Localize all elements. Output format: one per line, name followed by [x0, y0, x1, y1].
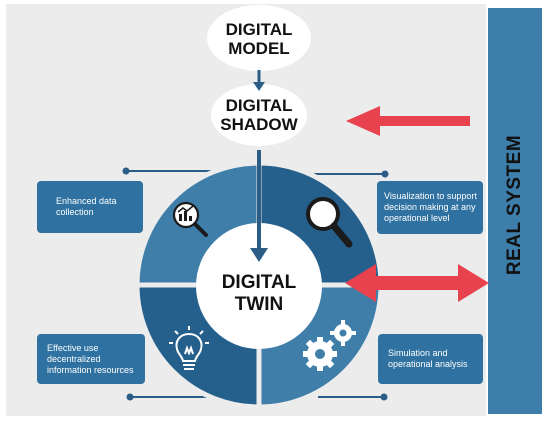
lightbulb-icon — [169, 326, 209, 370]
arrow-model-to-shadow — [253, 70, 265, 91]
digital-shadow-label: DIGITAL SHADOW — [209, 96, 309, 134]
box-visualization: Visualization to support decision making… — [377, 181, 483, 234]
magnifying-glass-icon — [306, 197, 353, 248]
box-simulation: Simulation and operational analysis — [378, 334, 483, 384]
gears-icon — [303, 320, 356, 371]
red-double-arrow-twin-real — [345, 264, 489, 302]
box-enhanced-data-collection: Enhanced data collection — [37, 181, 143, 233]
digital-model-label: DIGITAL MODEL — [209, 20, 309, 58]
digital-model-line1: DIGITAL — [225, 20, 293, 39]
digital-shadow-line2: SHADOW — [220, 115, 298, 134]
box-effective-use-text: Effective use decentralized information … — [47, 342, 134, 375]
digital-shadow-oval — [211, 84, 307, 146]
digital-twin-line2: TWIN — [234, 294, 284, 315]
connector-dots — [122, 167, 389, 401]
box-enhanced-data-collection-text: Enhanced data collection — [56, 196, 117, 217]
connector-dot-top-left — [122, 167, 130, 175]
digital-twin-label: DIGITAL TWIN — [209, 272, 309, 316]
digital-model-oval — [207, 5, 311, 71]
digital-shadow-line1: DIGITAL — [225, 96, 293, 115]
box-effective-use: Effective use decentralized information … — [37, 334, 145, 384]
connector-dot-top-right — [381, 170, 389, 178]
magnifier-chart-icon — [172, 201, 208, 237]
red-arrow-to-shadow — [346, 106, 470, 136]
real-system-bar — [488, 8, 542, 414]
connector-dot-bottom-left — [126, 393, 134, 401]
digital-model-line2: MODEL — [228, 39, 290, 58]
box-visualization-text: Visualization to support decision making… — [384, 191, 477, 223]
box-simulation-text: Simulation and operational analysis — [388, 348, 468, 369]
twin-center-circle — [196, 223, 322, 349]
connector-dot-bottom-right — [380, 393, 388, 401]
arrow-shadow-to-twin — [250, 150, 268, 262]
digital-twin-line1: DIGITAL — [221, 272, 297, 293]
